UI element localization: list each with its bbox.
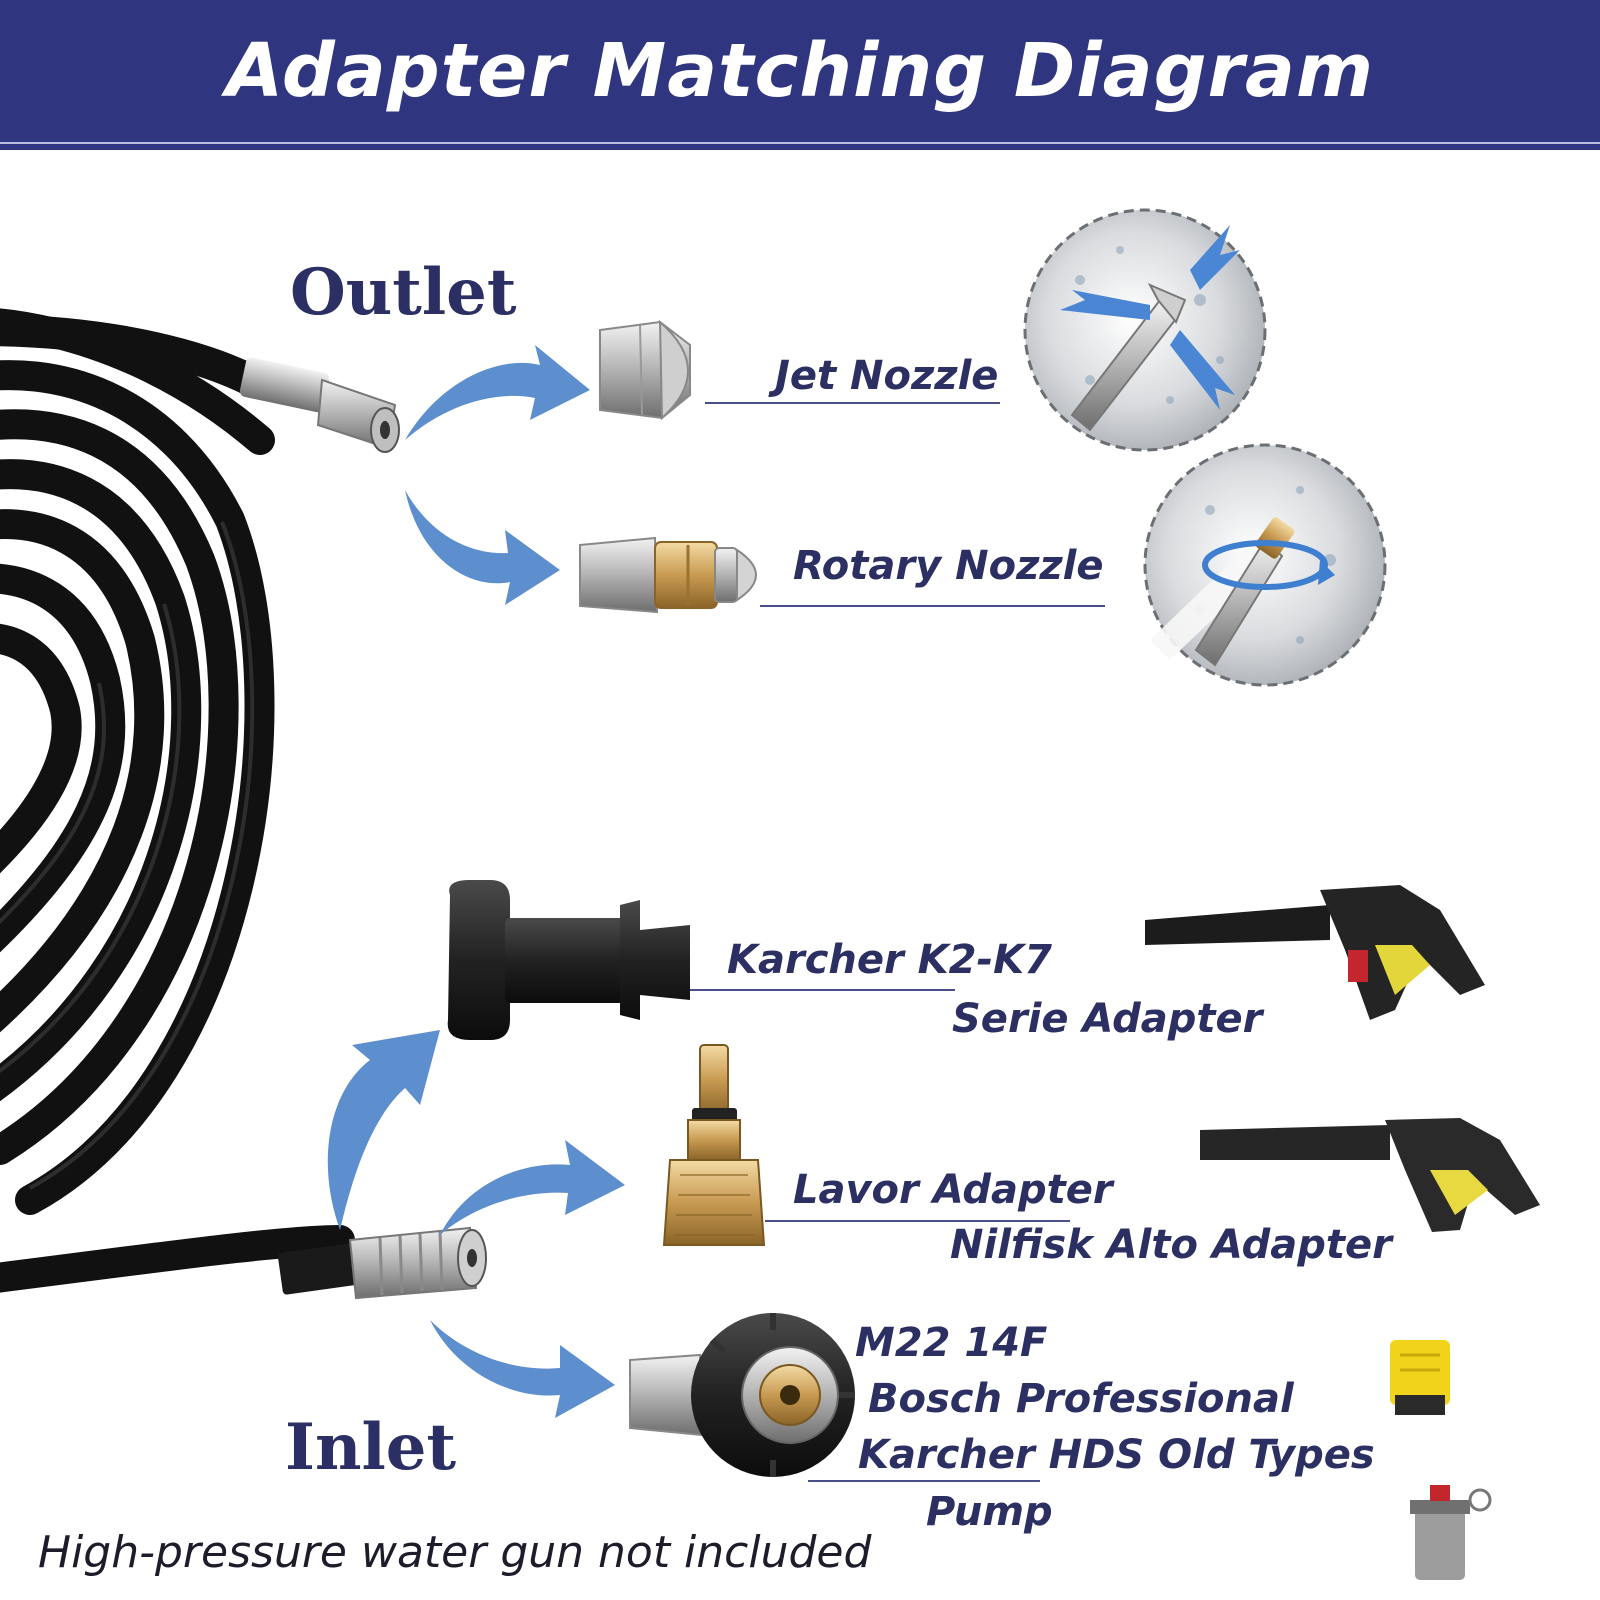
outlet-hose-end bbox=[0, 314, 400, 453]
rotary-nozzle-icon bbox=[579, 536, 757, 614]
lavor-adapter-icon bbox=[662, 1044, 766, 1246]
inlet-hose-end bbox=[277, 1226, 487, 1300]
arrow-to-jet-nozzle bbox=[405, 345, 590, 440]
jet-nozzle-icon bbox=[599, 319, 691, 421]
arrow-to-m22-coupler bbox=[430, 1320, 615, 1418]
banner-divider bbox=[0, 142, 1600, 144]
lavor-spray-gun-icon bbox=[1200, 1118, 1540, 1232]
rotary-spray-illustration-icon bbox=[1143, 443, 1387, 687]
label-underlines bbox=[690, 402, 1105, 1482]
rotary-nozzle-label: Rotary Nozzle bbox=[793, 543, 1104, 589]
karcher-adapter-label-line2: Serie Adapter bbox=[952, 996, 1263, 1042]
m22-label-line4: Pump bbox=[926, 1489, 1053, 1535]
arrow-icons bbox=[327, 345, 625, 1418]
arrow-to-karcher-adapter bbox=[327, 1030, 440, 1230]
arrow-to-rotary-nozzle bbox=[405, 490, 560, 605]
bosch-pump-icon bbox=[1390, 1340, 1450, 1415]
karcher-adapter-label-line1: Karcher K2-K7 bbox=[727, 937, 1052, 983]
arrow-to-lavor-adapter bbox=[440, 1140, 625, 1235]
m22-label-line2: Bosch Professional bbox=[868, 1376, 1294, 1422]
m22-coupler-icon bbox=[629, 1313, 855, 1477]
hose-coil-highlight bbox=[0, 521, 255, 1190]
outlet-heading: Outlet bbox=[290, 255, 517, 330]
page-title: Adapter Matching Diagram bbox=[225, 28, 1375, 114]
jet-nozzle-label: Jet Nozzle bbox=[775, 353, 999, 399]
karcher-spray-gun-icon bbox=[1145, 885, 1485, 1020]
m22-label-line1: M22 14F bbox=[855, 1320, 1048, 1366]
nilfisk-adapter-label-line2: Nilfisk Alto Adapter bbox=[950, 1222, 1392, 1268]
karcher-adapter-icon bbox=[447, 880, 690, 1040]
footnote: High-pressure water gun not included bbox=[38, 1527, 872, 1578]
karcher-hds-pump-icon bbox=[1410, 1485, 1492, 1580]
jet-spray-illustration-icon bbox=[1023, 208, 1267, 452]
m22-label-line3: Karcher HDS Old Types bbox=[858, 1432, 1375, 1478]
inlet-heading: Inlet bbox=[285, 1410, 457, 1485]
title-banner: Adapter Matching Diagram bbox=[0, 0, 1600, 150]
hose-coil bbox=[0, 308, 355, 1293]
lavor-adapter-label-line1: Lavor Adapter bbox=[793, 1167, 1113, 1213]
